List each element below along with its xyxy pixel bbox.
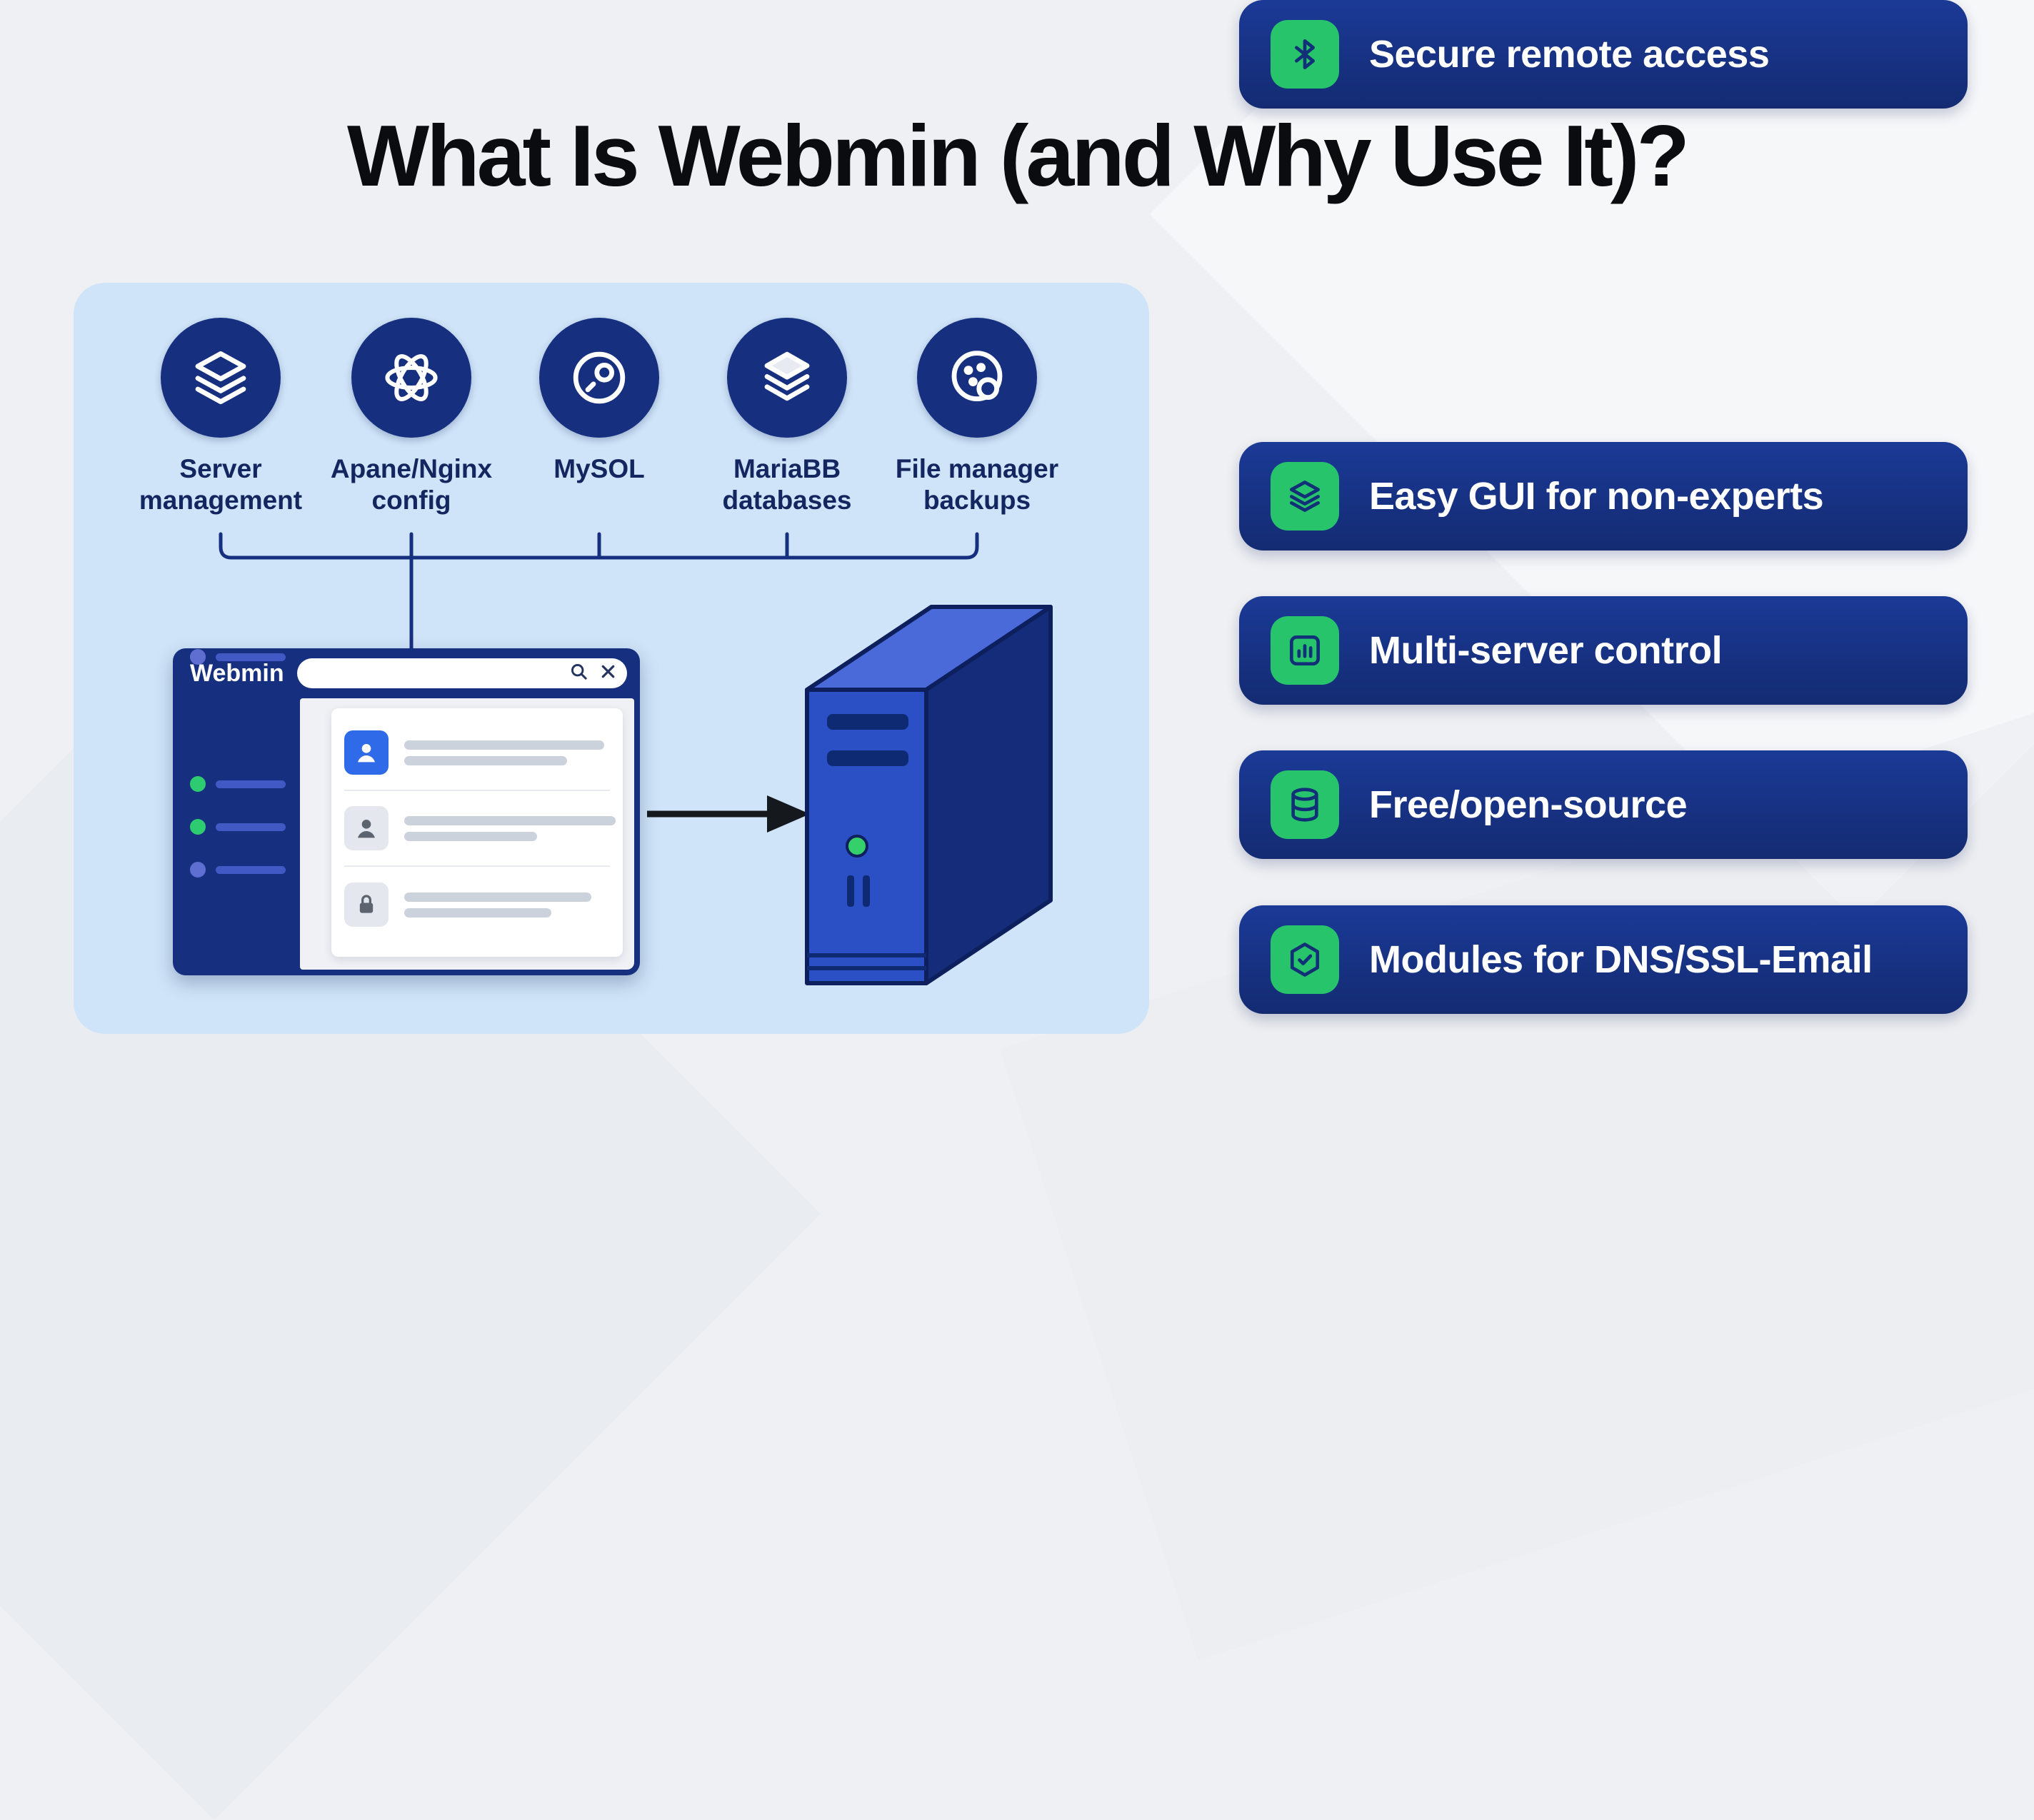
database-icon [1271,770,1339,839]
sidebar-item [190,775,297,793]
window-title: Webmin [190,659,284,687]
webmin-window: Webmin [173,648,640,975]
window-content [300,698,634,970]
bluetooth-icon [1271,20,1339,89]
gauge-circle-icon [539,318,659,438]
search-input [296,658,627,688]
module-label: MySOL [553,454,645,483]
feature-label: Modules for DNS/SSL-Email [1369,938,1873,981]
text-placeholder [404,810,616,848]
infographic: What Is Webmin (and Why Use It)? Ser [74,0,1968,1034]
sidebar-item [190,861,297,878]
stacked-db-icon [727,318,847,438]
bar-chart-icon [1271,616,1339,685]
nav-label-bar [216,653,286,661]
list-item [344,791,616,867]
list-item [344,715,610,791]
status-dot [190,819,206,835]
feature-modules-dns-ssl-email: Modules for DNS/SSL-Email [1239,905,1968,1014]
list-item [344,867,610,942]
text-placeholder [404,734,610,772]
feature-label: Free/open-source [1369,783,1688,826]
module-mariadb-databases: MariaBB databases [673,318,901,516]
feature-label: Multi-server control [1369,629,1723,672]
window-titlebar: Webmin [173,648,640,698]
feature-secure-remote: Secure remote access [1239,0,1968,109]
layers-icon [161,318,281,438]
status-dot [190,649,206,665]
module-label: MariaBB databases [722,454,852,515]
search-icon [568,661,589,685]
module-apache-nginx-config: Apane/Nginx config [297,318,526,516]
cluster-dots-icon [917,318,1037,438]
nav-label-bar [216,866,286,874]
nav-label-bar [216,780,286,788]
text-placeholder [404,886,610,924]
shield-check-icon [1271,925,1339,994]
module-server-management: Server management [106,318,335,516]
module-file-manager-backups: File manager backups [863,318,1091,516]
nav-label-bar [216,823,286,831]
status-dot [190,862,206,878]
feature-multi-server: Multi-server control [1239,596,1968,705]
sidebar-item [190,648,297,665]
server-illustration [805,605,1053,985]
module-label: Apane/Nginx config [330,454,493,515]
user-list-card [331,708,623,957]
close-icon [598,661,618,685]
user-icon [344,806,389,850]
user-icon [344,730,389,775]
feature-label: Easy GUI for non-experts [1369,475,1824,518]
module-label: Server management [139,454,303,515]
feature-open-source: Free/open-source [1239,750,1968,859]
sidebar-item [190,818,297,835]
module-label: File manager backups [895,454,1059,515]
knot-icon [351,318,471,438]
page-title: What Is Webmin (and Why Use It)? [346,107,1690,204]
module-mysql: MySOL [485,318,713,485]
layers-icon [1271,462,1339,531]
feature-easy-gui: Easy GUI for non-experts [1239,442,1968,550]
lock-icon [344,883,389,927]
status-dot [190,776,206,792]
flow-arrow [647,795,810,833]
feature-label: Secure remote access [1369,33,1770,76]
